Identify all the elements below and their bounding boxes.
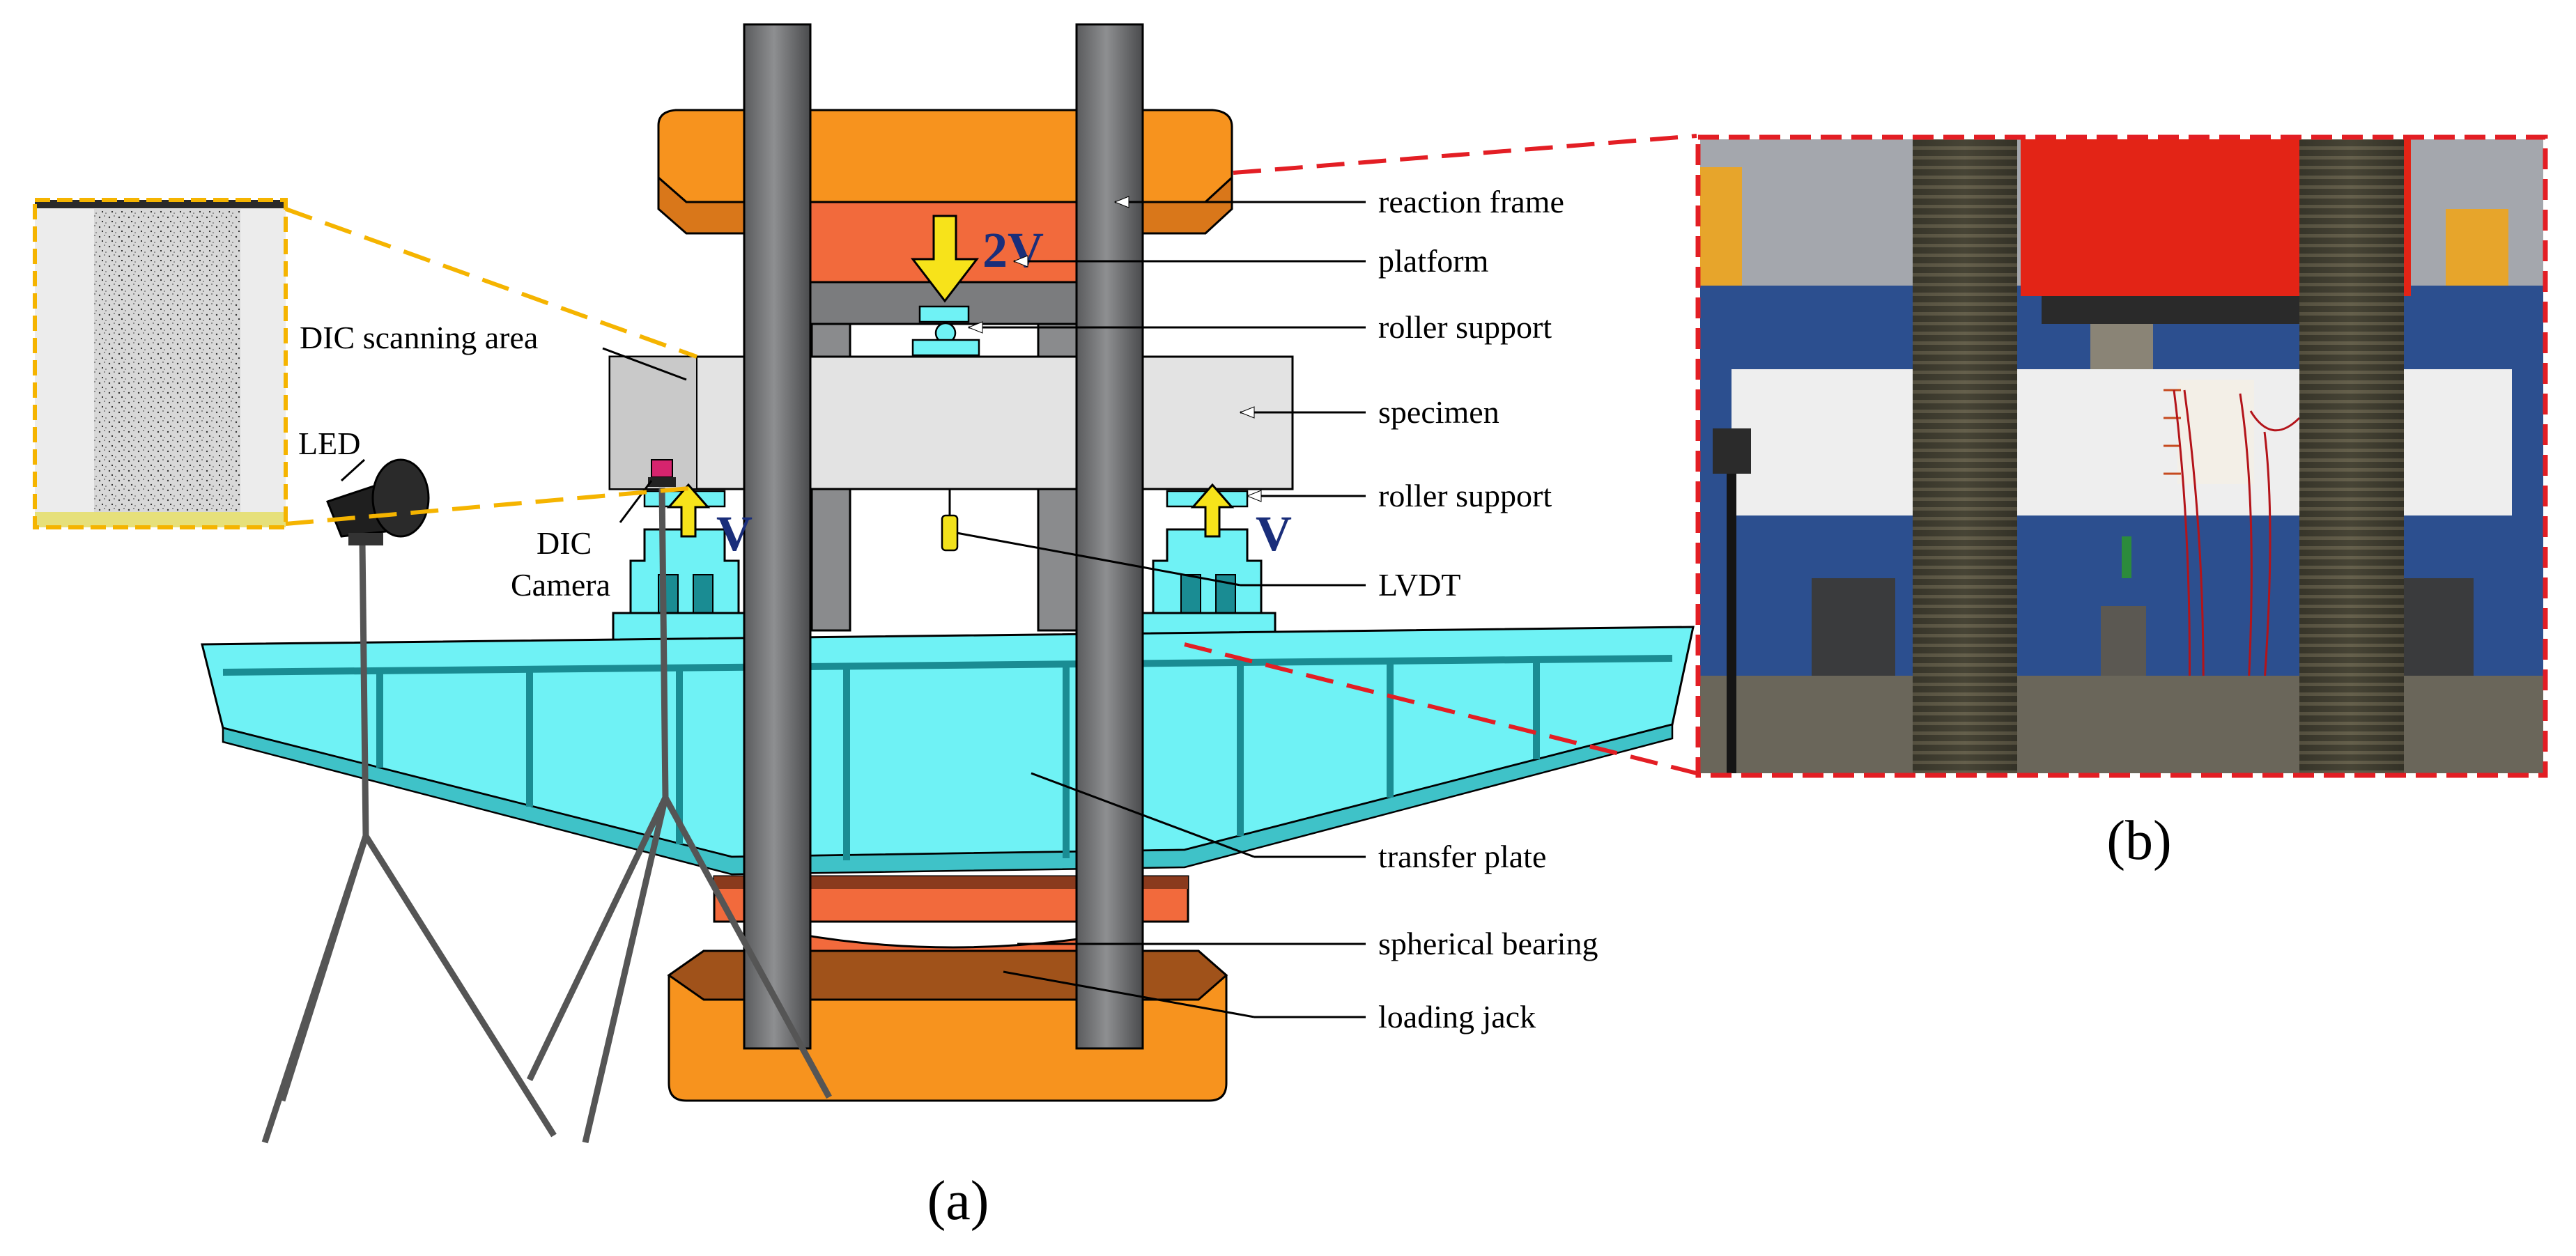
label-dic-scanning-area: DIC scanning area: [300, 320, 538, 355]
label-loading-jack: loading jack: [1378, 999, 1536, 1034]
zoom-leader-yellow-top: [284, 207, 698, 359]
load-arrow-left: [666, 483, 711, 538]
label-roller-support-top: roller support: [1378, 309, 1552, 345]
dic-zoom-inset: [33, 198, 288, 529]
led-tripod: [261, 543, 557, 1144]
led-lamp: [326, 458, 430, 545]
label-reaction-frame: reaction frame: [1378, 184, 1564, 219]
column-front-right: [1075, 23, 1144, 1050]
transfer-plate: [201, 626, 1695, 876]
caption-b: (b): [2106, 810, 2171, 871]
panel-b: (b): [1184, 134, 2548, 871]
support-pedestal-left: [612, 490, 754, 642]
test-photograph: [1700, 139, 2543, 773]
roller-support-top: [911, 305, 980, 357]
load-arrow-top: [910, 215, 980, 303]
zoom-leader-red-top: [1233, 134, 1697, 175]
label-dic-camera-line1: DIC: [537, 525, 592, 561]
callout-lines: [340, 201, 1366, 1018]
panel-a: 2V V V: [33, 23, 1695, 1232]
zoom-leader-red-bottom: [1184, 642, 1697, 775]
label-dic-camera-line2: Camera: [511, 567, 610, 603]
dic-camera: [648, 459, 676, 487]
callout-arrowheads: [967, 196, 1262, 502]
label-platform: platform: [1378, 243, 1489, 279]
zoom-leader-yellow-bottom: [285, 486, 697, 526]
lvdt: [941, 489, 959, 552]
label-specimen: specimen: [1378, 394, 1499, 430]
load-arrow-right: [1190, 483, 1235, 538]
load-label-top: 2V: [982, 222, 1044, 278]
column-front-left: [743, 23, 812, 1050]
load-label-right: V: [1256, 506, 1292, 561]
label-spherical-bearing: spherical bearing: [1378, 926, 1598, 961]
label-lvdt: LVDT: [1378, 567, 1460, 603]
caption-a: (a): [927, 1170, 989, 1232]
specimen: [608, 355, 1294, 490]
label-transfer-plate: transfer plate: [1378, 839, 1546, 874]
load-label-left: V: [716, 506, 753, 561]
photo-zoom-frame: [1695, 134, 2548, 778]
label-led: LED: [298, 426, 360, 461]
label-roller-support-bottom: roller support: [1378, 478, 1552, 513]
camera-tripod: [526, 487, 832, 1144]
